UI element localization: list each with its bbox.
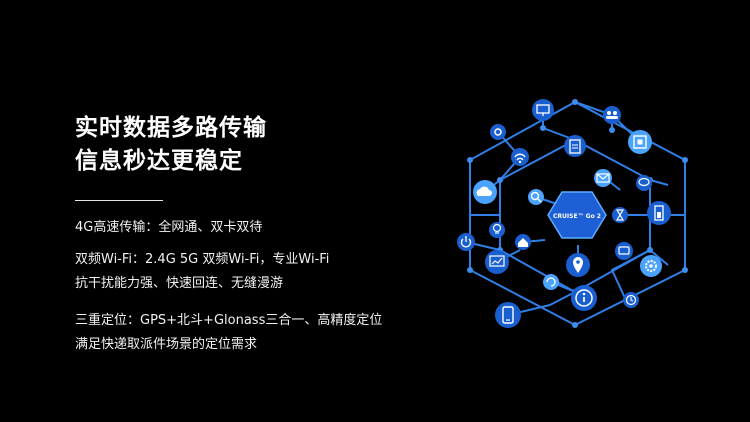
gear-small-icon (490, 124, 506, 140)
message-icon (615, 242, 633, 260)
phone-icon (495, 302, 521, 328)
feature-wifi: 双频Wi-Fi：2.4G 5G 双频Wi-Fi，专业Wi-Fi 抗干扰能力强、快… (75, 248, 329, 296)
refresh-icon (543, 274, 559, 290)
search-icon (528, 189, 544, 205)
settings-icon (640, 255, 662, 277)
feature-4g: 4G高速传输：全网通、双卡双待 (75, 216, 262, 240)
cloud-icon (473, 180, 497, 204)
mail-icon (594, 169, 612, 187)
home-icon (515, 234, 531, 250)
chart-icon (485, 250, 509, 274)
feature-positioning-line-2: 满足快递取派件场景的定位需求 (75, 337, 258, 352)
feature-positioning: 三重定位：GPS+北斗+Glonass三合一、高精度定位 满足快递取派件场景的定… (75, 309, 382, 357)
headline-line-1: 实时数据多路传输 (75, 115, 267, 141)
info-icon (571, 285, 597, 311)
feature-4g-line-1: 4G高速传输：全网通、双卡双待 (75, 220, 263, 235)
location-pin-icon (566, 253, 590, 277)
headline: 实时数据多路传输 信息秒达更稳定 (75, 112, 267, 178)
headline-line-2: 信息秒达更稳定 (75, 148, 243, 174)
feature-positioning-line-1: 三重定位：GPS+北斗+Glonass三合一、高精度定位 (75, 313, 383, 328)
users-icon (603, 106, 621, 124)
feature-wifi-line-2: 抗干扰能力强、快速回连、无缝漫游 (75, 276, 284, 291)
chip-icon (628, 130, 652, 154)
hourglass-icon (612, 207, 628, 223)
power-icon (457, 233, 475, 251)
monitor-icon (532, 99, 554, 121)
device-hexagon (547, 191, 607, 239)
clipboard-icon (564, 135, 586, 157)
divider (75, 200, 163, 201)
network-diagram: CRUISE™ Go 2 (457, 99, 688, 328)
chat-icon (636, 175, 652, 191)
lightbulb-icon (489, 222, 505, 238)
clock-icon (623, 292, 639, 308)
feature-wifi-line-1: 双频Wi-Fi：2.4G 5G 双频Wi-Fi，专业Wi-Fi (75, 252, 330, 267)
device-label: CRUISE™ Go 2 (553, 213, 601, 220)
wifi-icon (511, 148, 529, 166)
battery-icon (647, 201, 671, 225)
